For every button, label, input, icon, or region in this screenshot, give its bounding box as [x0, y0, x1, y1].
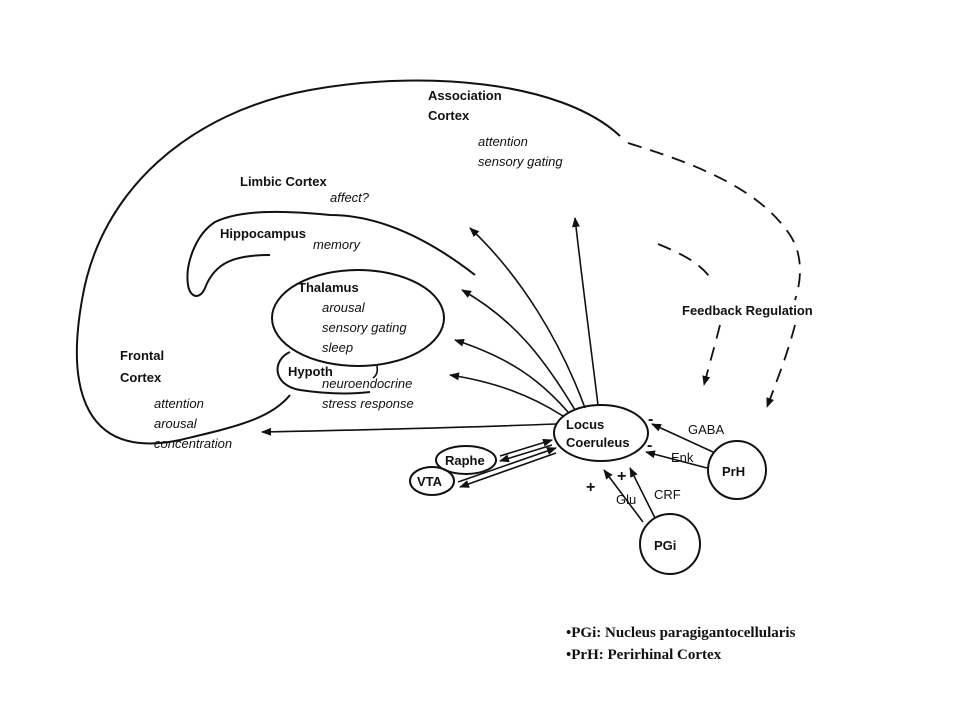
hippocampus-label: Hippocampus [220, 226, 306, 241]
minus-sign-1: - [648, 411, 653, 428]
hypothalamus-shape [276, 351, 371, 395]
association-cortex-label-2: Cortex [428, 108, 470, 123]
thalamus-label: Thalamus [298, 280, 359, 295]
minus-sign-2: - [647, 437, 652, 454]
hypothalamus-tick [372, 365, 379, 379]
thalamus-shape [271, 269, 445, 367]
prh-node [707, 440, 767, 500]
hypothalamus-fn-2: stress response [322, 396, 414, 411]
frontal-cortex-label-2: Cortex [120, 370, 162, 385]
arrow-lc-vta-a [457, 447, 557, 483]
plus-sign-1: + [617, 468, 626, 485]
arrow-lc-raphe-b [499, 444, 553, 463]
raphe-label: Raphe [445, 453, 485, 468]
enk-label: Enk [671, 450, 694, 465]
arrow-prh-gaba [651, 423, 714, 453]
thalamus-fn-3: sleep [322, 340, 353, 355]
glu-label: Glu [616, 492, 636, 507]
arrow-to-hypothalamus [449, 372, 564, 417]
arrow-pgi-crf [629, 467, 656, 519]
plus-sign-2: + [586, 479, 595, 496]
feedback-dashed-arrow-right [766, 324, 796, 408]
association-cortex-fn-2: sensory gating [478, 154, 563, 169]
locus-coeruleus-node [553, 404, 649, 462]
legend-item-pgi: •PGi: Nucleus paragigantocellularis [566, 625, 796, 641]
hypothalamus-fn-1: neuroendocrine [322, 376, 412, 391]
vta-label: VTA [417, 474, 443, 489]
limbic-cortex-label: Limbic Cortex [240, 174, 327, 189]
frontal-cortex-fn-2: arousal [154, 416, 198, 431]
limbic-cortex-fn: affect? [330, 190, 370, 205]
hippocampus-fn: memory [313, 237, 361, 252]
pgi-node [639, 513, 701, 575]
arrow-pgi-glu [603, 469, 644, 523]
pgi-label: PGi [654, 538, 676, 553]
locus-coeruleus-label-2: Coeruleus [566, 435, 630, 450]
brain-outline [76, 79, 621, 445]
thalamus-fn-2: sensory gating [322, 320, 407, 335]
arrow-lc-raphe-a [499, 438, 553, 457]
arrow-lc-vta-b [459, 452, 557, 488]
prh-label: PrH [722, 464, 745, 479]
locus-coeruleus-label-1: Locus [566, 417, 604, 432]
arrow-to-thalamus [454, 338, 569, 413]
crf-label: CRF [654, 487, 681, 502]
arrow-to-frontal-cortex [261, 423, 557, 436]
feedback-dashed-arrow-left [702, 324, 721, 386]
hippocampus-outline [186, 210, 476, 297]
feedback-dashed-outer [627, 142, 801, 301]
arrow-prh-enk [645, 450, 708, 469]
association-cortex-label-1: Association [428, 88, 502, 103]
vta-node [409, 466, 455, 496]
feedback-regulation-label: Feedback Regulation [682, 303, 813, 318]
feedback-dashed-inner [657, 243, 714, 283]
raphe-node [435, 445, 497, 475]
arrow-to-limbic-cortex [469, 227, 586, 409]
frontal-cortex-label-1: Frontal [120, 348, 164, 363]
legend-item-prh: •PrH: Perirhinal Cortex [566, 647, 722, 663]
association-cortex-fn-1: attention [478, 134, 528, 149]
arrow-to-hippocampus [461, 289, 576, 411]
frontal-cortex-fn-1: attention [154, 396, 204, 411]
thalamus-fn-1: arousal [322, 300, 366, 315]
hypothalamus-label: Hypoth [288, 364, 333, 379]
arrow-to-association-cortex [572, 217, 599, 406]
gaba-label: GABA [688, 422, 724, 437]
frontal-cortex-fn-3: concentration [154, 436, 232, 451]
